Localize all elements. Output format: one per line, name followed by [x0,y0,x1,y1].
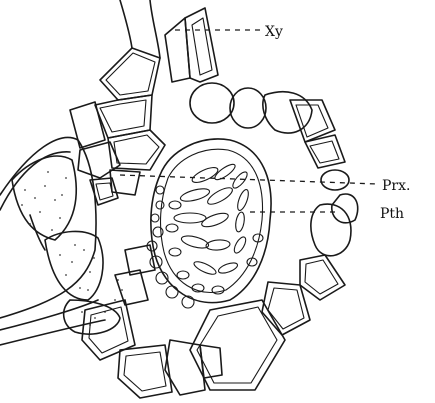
protoxylem-cells [147,186,194,308]
xylem-strands [166,162,263,294]
stele [147,139,271,308]
label-protoxylem: Prx. [382,178,410,194]
label-xylem: Xy [265,24,283,40]
label-protophloem: Pth [380,206,404,222]
cell-stippling [21,171,123,326]
outer-tissue [0,137,123,345]
cell-ring [70,0,358,398]
